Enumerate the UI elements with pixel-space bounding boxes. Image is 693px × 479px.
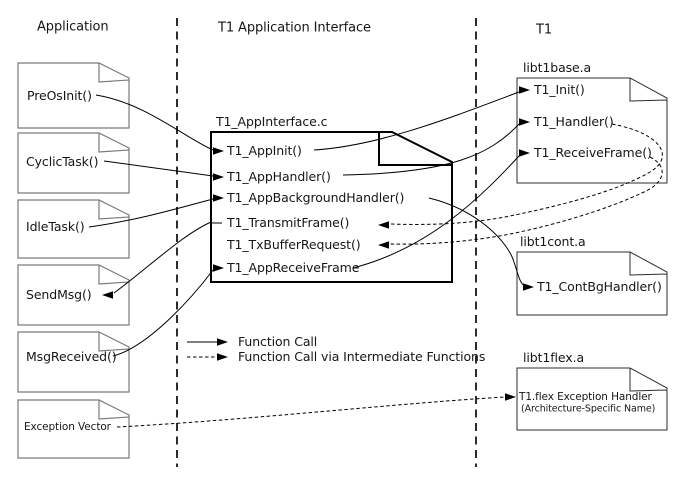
arrowhead-t1init — [519, 86, 530, 94]
cyclictask-box — [17, 132, 130, 194]
node-sendmsg: SendMsg() — [26, 286, 92, 302]
fn-t1-appbackgroundhandler: T1_AppBackgroundHandler() — [227, 189, 405, 205]
arrowhead-t1handler — [519, 118, 530, 126]
library-name-libt1base: libt1base.a — [523, 59, 592, 75]
arrowhead-appreceiveframe — [213, 264, 224, 272]
fn-t1-init: T1_Init() — [534, 81, 585, 97]
fn-flex-exception-handler: T1.flex Exception Handler — [519, 390, 652, 403]
fn-t1-appreceiveframe: T1_AppReceiveFrame — [227, 259, 360, 275]
column-header-t1: T1 — [536, 22, 553, 38]
arrowhead-sendmsg — [102, 291, 113, 299]
call-appreceiveframe-to-t1receiveframe — [352, 155, 520, 269]
libt1flex-box — [516, 367, 668, 431]
node-cyclictask: CyclicTask() — [26, 153, 99, 169]
call-transmitframe-to-sendmsg — [113, 221, 222, 294]
fn-t1-appinit: T1_AppInit() — [227, 142, 302, 158]
fn-t1-apphandler: T1_AppHandler() — [227, 168, 331, 184]
arrowhead-apphandler — [213, 173, 224, 181]
arrowhead-appinit — [213, 147, 224, 155]
fn-t1-txbufferrequest: T1_TxBufferRequest() — [227, 236, 361, 252]
fn-flex-exception-handler-note: (Architecture-Specific Name) — [521, 403, 656, 415]
application-boxes — [17, 62, 130, 459]
arrowheads — [102, 86, 534, 401]
dashed-call-lines — [116, 123, 663, 428]
legend-label-function-call-via-intermediate: Function Call via Intermediate Functions — [238, 348, 486, 364]
arrowhead-transmitframe — [378, 221, 389, 229]
call-preosinit-to-appinit — [95, 94, 214, 151]
node-exceptionvector: Exception Vector — [24, 420, 111, 433]
idletask-box — [17, 199, 130, 259]
node-msgreceived: MsgReceived() — [26, 348, 117, 364]
exceptionvector-box — [17, 399, 130, 459]
solid-call-lines — [88, 91, 524, 357]
interface-box-fold — [378, 132, 452, 166]
call-apphandler-to-t1handler — [342, 123, 520, 176]
node-idletask: IdleTask() — [26, 218, 85, 234]
arrowhead-txbufferrequest — [378, 241, 389, 249]
libt1cont-box — [516, 251, 668, 316]
column-header-application: Application — [37, 19, 109, 35]
arrowhead-t1receiveframe — [519, 149, 530, 157]
call-appinit-to-t1init — [313, 91, 520, 151]
call-idletask-to-appbackgroundhandler — [88, 198, 214, 228]
interface-file-title: T1_AppInterface.c — [216, 113, 328, 129]
column-header-t1-application-interface: T1 Application Interface — [218, 20, 371, 36]
libt1base-box — [516, 77, 668, 184]
library-name-libt1flex: libt1flex.a — [523, 349, 585, 365]
fn-t1-receiveframe: T1_ReceiveFrame() — [534, 144, 652, 160]
library-name-libt1cont: libt1cont.a — [520, 233, 586, 249]
call-t1handler-to-transmitframe — [389, 123, 663, 225]
arrowhead-contbghandler — [523, 283, 534, 291]
preosinit-box — [17, 62, 130, 129]
arrowhead-legend-dashed — [217, 353, 228, 361]
node-preosinit: PreOsInit() — [27, 87, 92, 103]
arrowhead-legend-solid — [217, 338, 228, 346]
arrowhead-flexhandler — [505, 393, 516, 401]
arrowhead-appbackgroundhandler — [213, 194, 224, 202]
library-boxes — [516, 77, 668, 431]
call-exceptionvector-to-flexhandler — [116, 396, 506, 428]
call-msgreceived-to-appreceiveframe — [112, 269, 214, 357]
call-cyclictask-to-apphandler — [103, 160, 214, 177]
call-appbackgroundhandler-to-contbghandler — [428, 197, 524, 286]
legend-label-function-call: Function Call — [238, 333, 318, 349]
fn-t1-transmitframe: T1_TransmitFrame() — [227, 214, 350, 230]
sendmsg-box — [17, 264, 130, 326]
fn-t1-handler: T1_Handler() — [534, 113, 614, 129]
msgreceived-box — [17, 331, 130, 393]
fn-t1-contbghandler: T1_ContBgHandler() — [537, 278, 662, 294]
